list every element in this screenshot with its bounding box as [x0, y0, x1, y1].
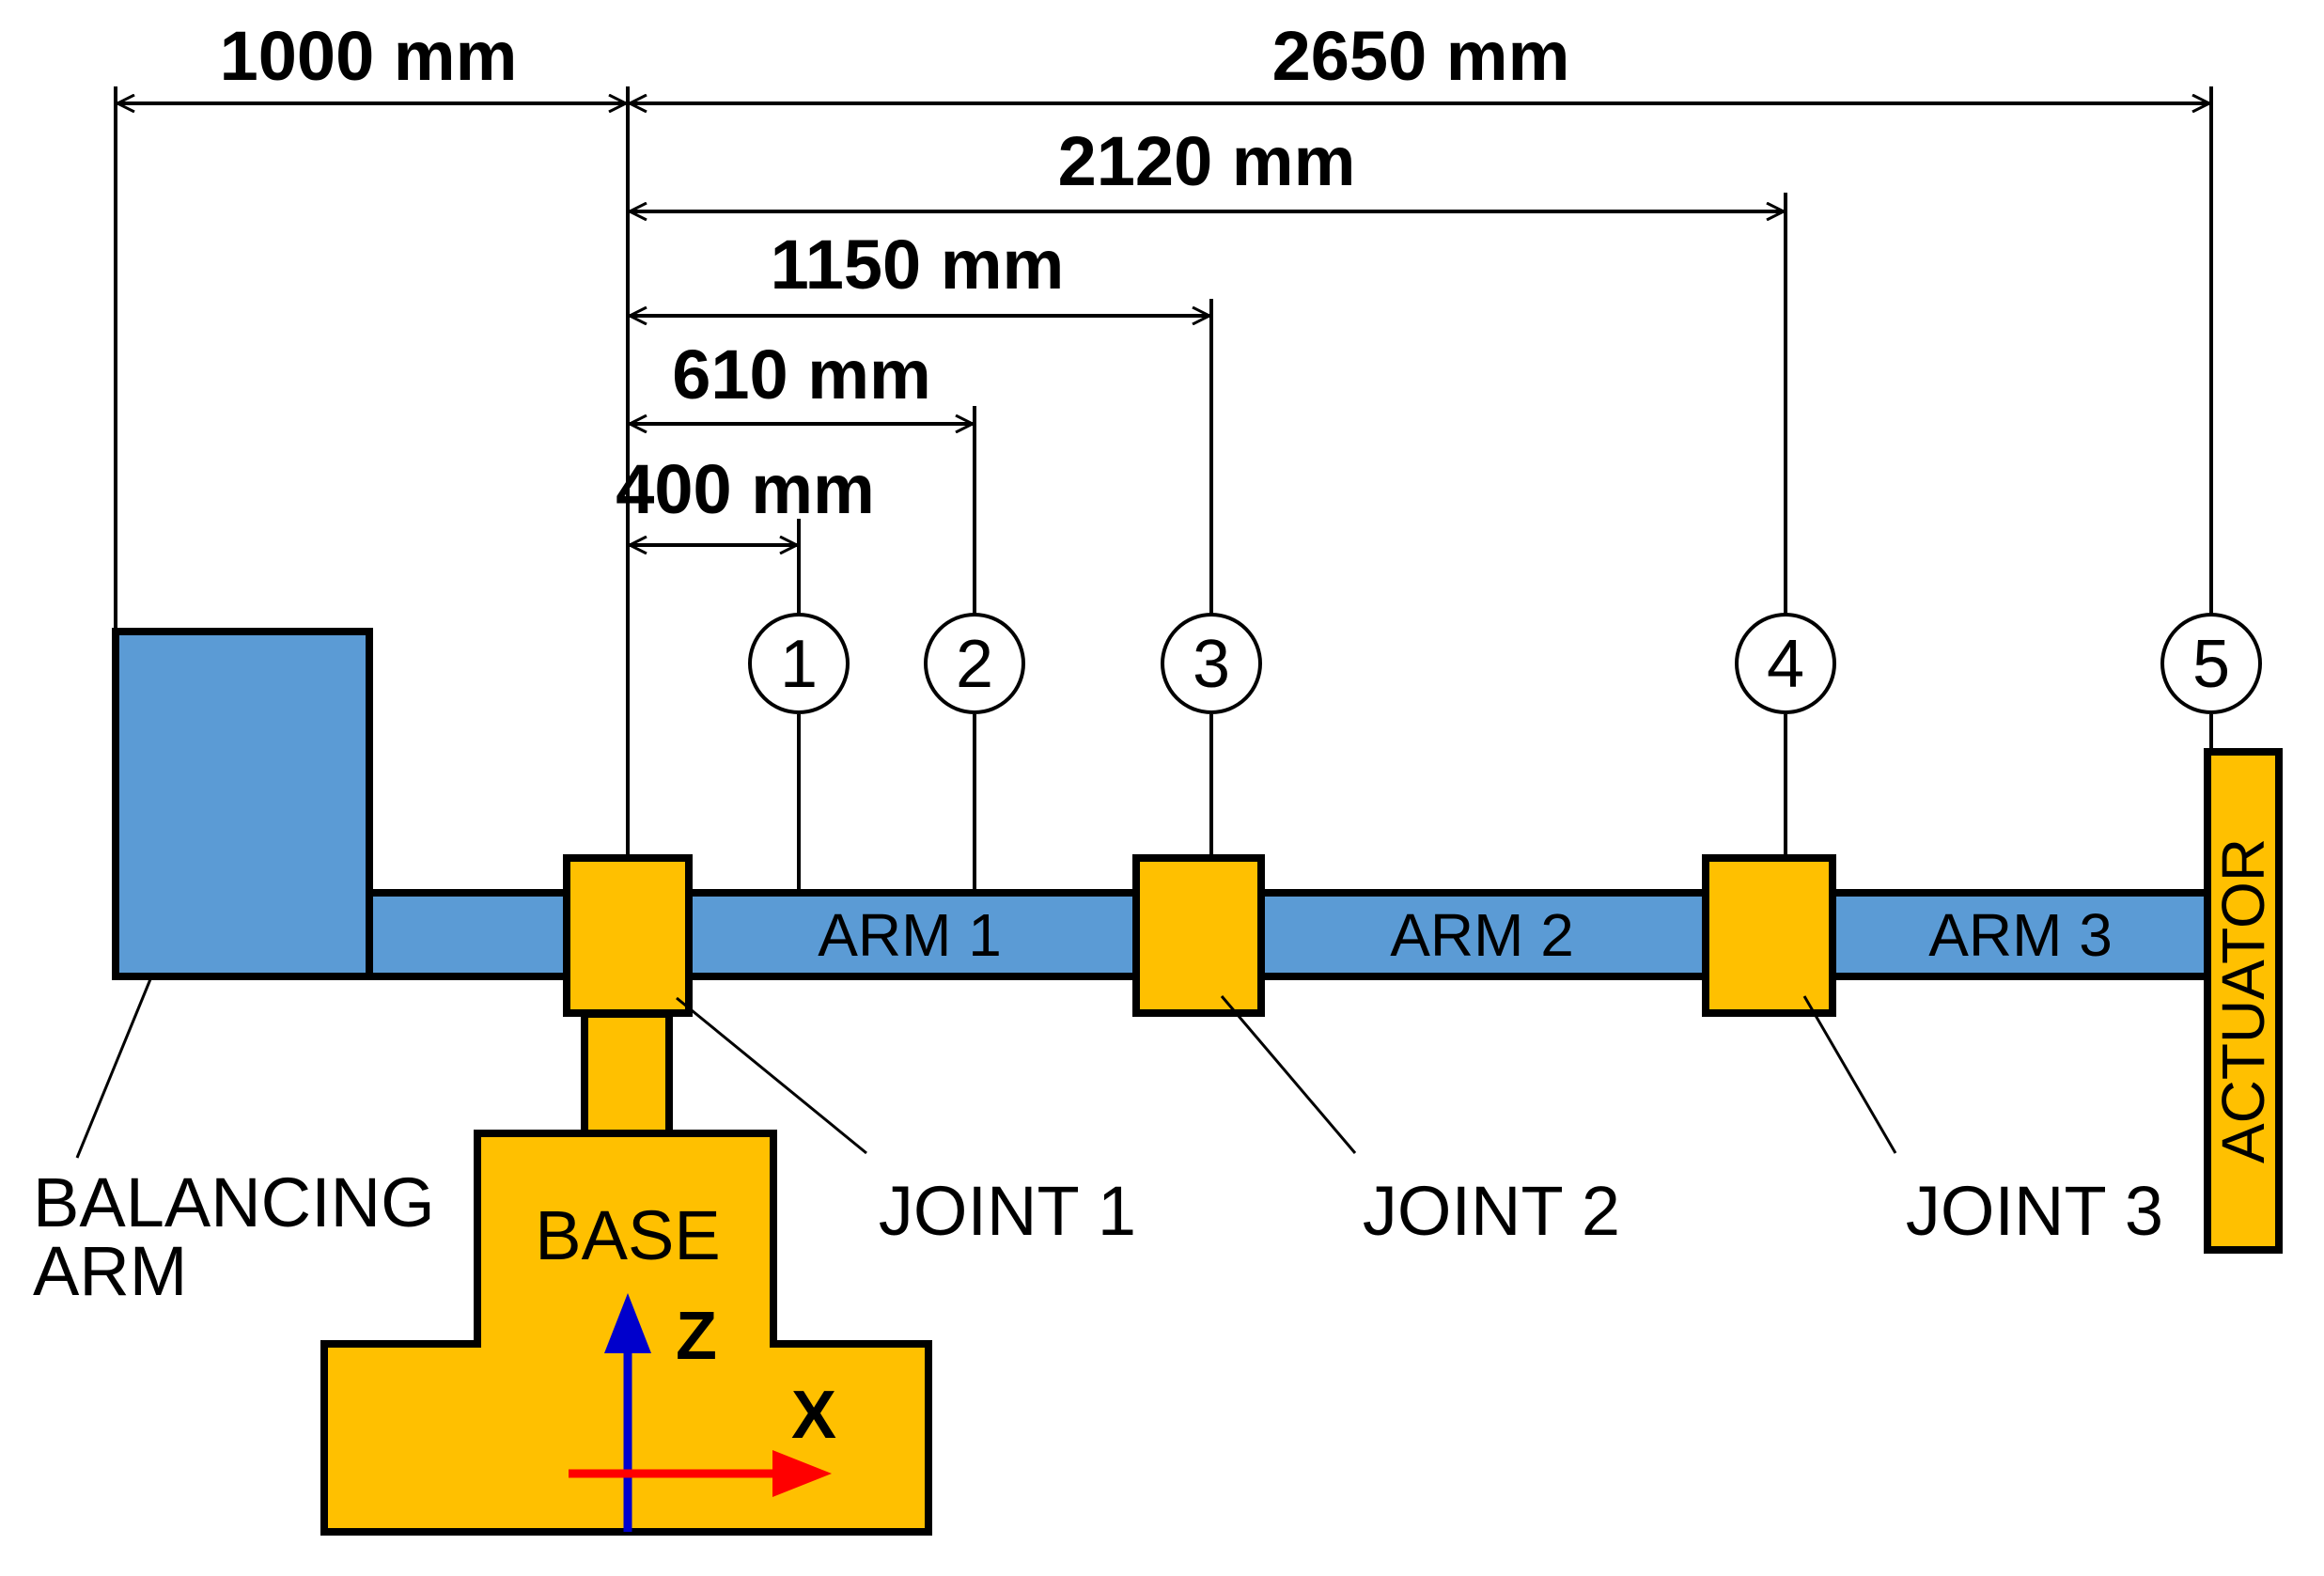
base-column — [581, 1010, 673, 1137]
balancing-arm-block — [112, 628, 373, 980]
joint-1-label: JOINT 1 — [879, 1172, 1136, 1250]
dimension-label-2650: 2650 mm — [1272, 17, 1570, 95]
balancing-arm-label-line1: BALANCING — [33, 1163, 435, 1241]
z-axis-label: Z — [676, 1299, 717, 1374]
arm-1-label: ARM 1 — [818, 901, 1002, 969]
balancing-arm-label-line2: ARM — [33, 1232, 187, 1310]
marker-2-label: 2 — [956, 627, 993, 702]
joint-2-label: JOINT 2 — [1363, 1172, 1620, 1250]
dimension-label-610: 610 mm — [672, 335, 931, 414]
x-axis-arrow — [569, 1450, 832, 1497]
dimension-label-1150: 1150 mm — [771, 226, 1065, 304]
z-axis-arrow — [604, 1293, 651, 1532]
marker-3-label: 3 — [1193, 627, 1230, 702]
marker-5-label: 5 — [2192, 627, 2230, 702]
x-axis-label: X — [791, 1378, 836, 1453]
arm-2-label: ARM 2 — [1390, 901, 1574, 969]
joint-3 — [1702, 854, 1836, 1017]
arm-3-label: ARM 3 — [1928, 901, 2113, 969]
joint-1 — [563, 854, 693, 1017]
base-label: BASE — [535, 1196, 720, 1274]
actuator — [2204, 748, 2283, 1254]
marker-2: 2 — [924, 613, 1025, 714]
marker-4-label: 4 — [1767, 627, 1804, 702]
marker-1-label: 1 — [780, 627, 818, 702]
marker-5: 5 — [2160, 613, 2262, 714]
joint-2 — [1132, 854, 1265, 1017]
marker-1: 1 — [748, 613, 850, 714]
marker-4: 4 — [1735, 613, 1836, 714]
balancing-arm-beam — [366, 889, 570, 980]
dimension-label-400: 400 mm — [616, 450, 875, 528]
dimension-arrows — [117, 103, 2209, 545]
leader-lines — [75, 978, 1897, 1159]
actuator-label: ACTUATOR — [2209, 838, 2277, 1163]
joint-3-label: JOINT 3 — [1906, 1172, 2163, 1250]
dimension-label-2120: 2120 mm — [1058, 122, 1356, 200]
marker-3: 3 — [1161, 613, 1262, 714]
extension-lines — [114, 86, 2213, 893]
dimension-label-1000: 1000 mm — [220, 17, 518, 95]
